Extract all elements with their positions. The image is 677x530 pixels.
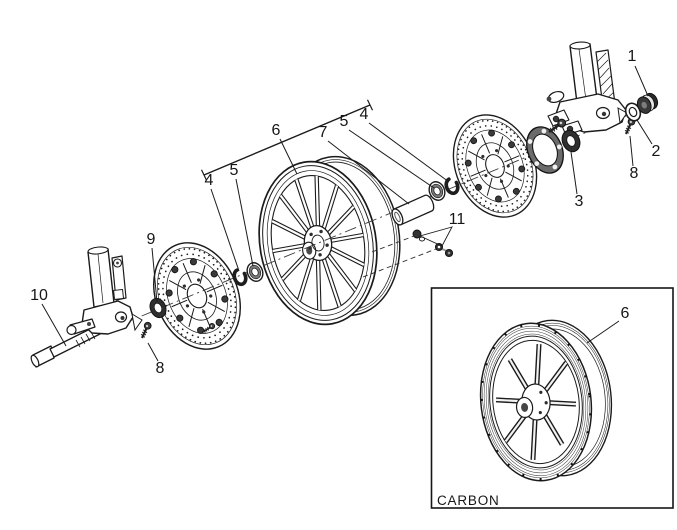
- carbon-wheel: [479, 319, 620, 482]
- wheel-spacer: [391, 194, 435, 226]
- leader-lines: [41, 65, 653, 362]
- callout-4-left: 4: [204, 172, 214, 189]
- callout-8-right: 8: [629, 165, 639, 182]
- callout-8-left: 8: [155, 360, 165, 377]
- callout-4-right: 4: [359, 106, 369, 123]
- front-wheel: [258, 160, 378, 326]
- retaining-flag-right: [617, 107, 628, 125]
- callout-2: 2: [651, 143, 661, 160]
- callout-10: 10: [30, 287, 48, 304]
- callout-1: 1: [627, 48, 637, 65]
- screw-8-left: [137, 320, 154, 341]
- carbon-caption: CARBON: [437, 493, 500, 508]
- callout-6-carbon: 6: [620, 305, 630, 322]
- sensor-ring: [526, 126, 564, 174]
- left-fork-leg: [66, 246, 134, 336]
- axle-nut-1: [636, 92, 659, 114]
- callout-5-right: 5: [339, 113, 349, 130]
- callout-5-left: 5: [229, 162, 239, 179]
- callout-7: 7: [318, 124, 328, 141]
- callout-3: 3: [574, 193, 584, 210]
- callout-6-wheel: 6: [271, 122, 281, 139]
- washer-2: [624, 102, 642, 122]
- callout-9: 9: [146, 231, 156, 248]
- snap-ring-4-right: [444, 176, 460, 196]
- callout-11: 11: [448, 211, 466, 228]
- leader-6-carbon: [586, 320, 620, 344]
- brake-disc-left: [137, 228, 257, 364]
- valve-parts: [412, 229, 454, 258]
- retaining-flag-left: [131, 312, 143, 332]
- dashed-leaders: [362, 235, 437, 278]
- snap-ring-4-left: [232, 267, 248, 287]
